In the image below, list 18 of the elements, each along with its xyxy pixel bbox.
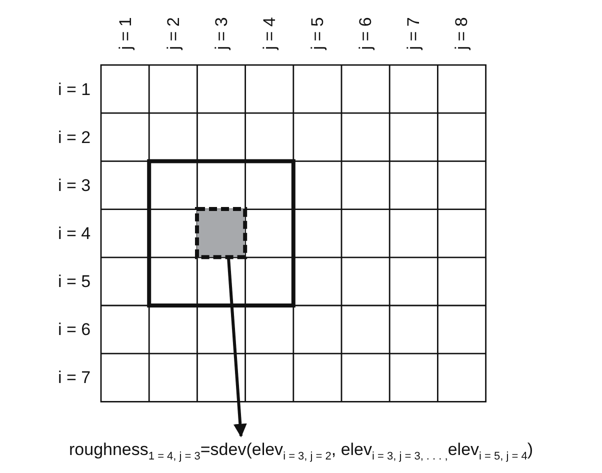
row-label: i = 6 xyxy=(58,321,91,338)
row-label: i = 1 xyxy=(58,80,91,98)
row-label: i = 3 xyxy=(58,176,91,194)
highlighted-cell xyxy=(197,209,246,258)
column-label: j = 3 xyxy=(212,16,230,50)
column-label: j = 4 xyxy=(260,16,278,50)
column-label: j = 5 xyxy=(308,16,326,50)
row-label: i = 2 xyxy=(58,128,91,146)
row-label: i = 7 xyxy=(58,369,91,386)
column-label: j = 1 xyxy=(116,16,134,50)
column-label: j = 8 xyxy=(453,16,470,50)
formula-text: roughness$_{1 = 4, j = 3}$=sdev(elev$_{i = 3, j = 2}$, elev$_{i = 3, j = 3, . . . ,}$elev$_{i = 5, j = 4}$) xyxy=(69,440,534,464)
column-label: j = 6 xyxy=(356,16,374,50)
column-label: j = 2 xyxy=(164,16,182,50)
arrow xyxy=(226,257,247,438)
row-label: i = 5 xyxy=(58,272,91,290)
column-label: j = 7 xyxy=(404,16,422,50)
row-label: i = 4 xyxy=(58,224,91,242)
